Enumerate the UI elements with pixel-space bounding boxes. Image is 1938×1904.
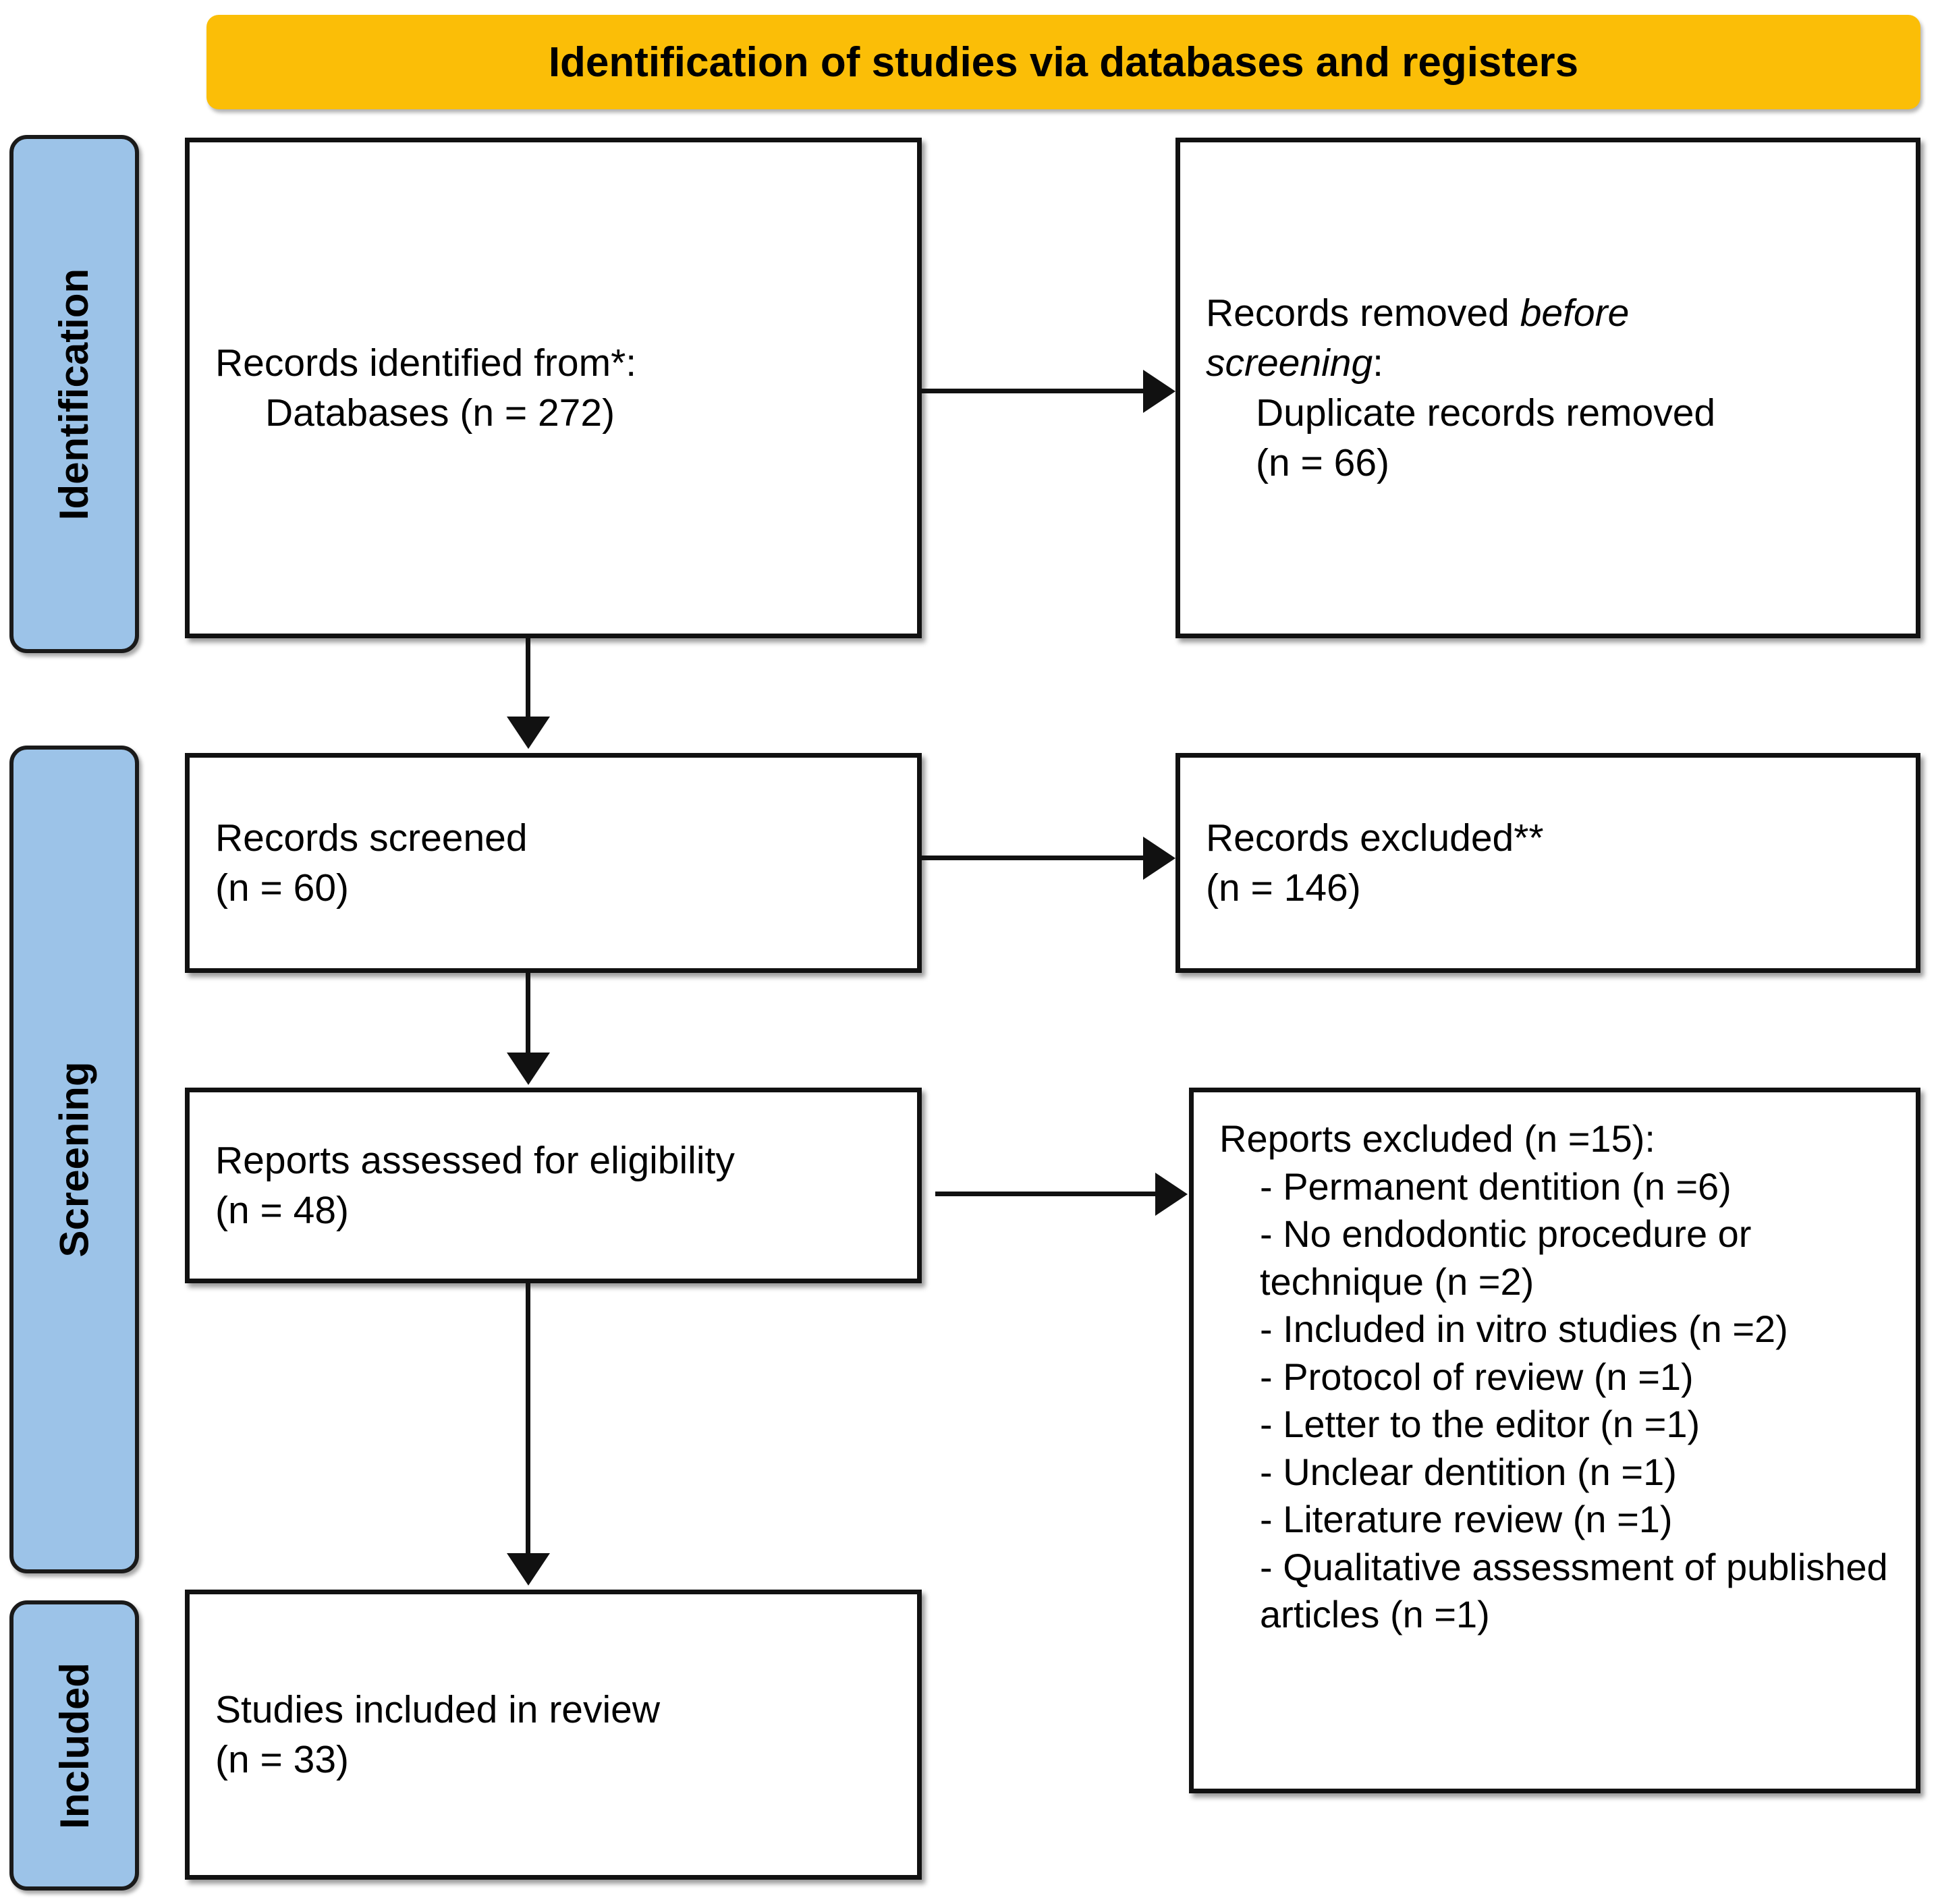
arrow-down-icon [507, 1553, 550, 1586]
records-removed-line1-italic: before [1520, 291, 1630, 335]
reports-excluded-item: - Included in vitro studies (n =2) [1260, 1308, 1788, 1351]
eligibility-line1: Reports assessed for eligibility [215, 1138, 735, 1182]
stage-label-screening-text: Screening [51, 1061, 97, 1258]
stage-label-screening: Screening [9, 746, 139, 1573]
records-excluded-line1: Records excluded** [1206, 816, 1544, 860]
records-removed-line2-colon: : [1373, 341, 1383, 385]
eligibility-line2: (n = 48) [215, 1189, 350, 1232]
connector-identified-to-screened [526, 638, 530, 718]
reports-excluded-item: - Permanent dentition (n =6) [1260, 1165, 1732, 1208]
studies-included-line2: (n = 33) [215, 1738, 350, 1781]
header-banner: Identification of studies via databases … [206, 15, 1920, 109]
box-reports-excluded-content: Reports excluded (n =15): - Permanent de… [1194, 1092, 1916, 1639]
arrow-right-icon [1143, 837, 1175, 880]
reports-excluded-heading: Reports excluded (n =15): [1219, 1117, 1655, 1160]
reports-excluded-item: - Protocol of review (n =1) [1260, 1355, 1694, 1398]
box-records-screened-content: Records screened (n = 60) [190, 813, 917, 913]
arrow-right-icon [1155, 1173, 1188, 1216]
box-records-identified-content: Records identified from*: Databases (n =… [190, 338, 917, 438]
arrow-right-icon [1143, 370, 1175, 413]
box-studies-included: Studies included in review (n = 33) [185, 1590, 922, 1880]
connector-screened-to-eligibility [526, 973, 530, 1054]
connector-screened-to-excluded [922, 856, 1146, 860]
records-removed-line3: Duplicate records removed [1256, 391, 1716, 435]
stage-label-identification: Identification [9, 135, 139, 653]
records-excluded-line2: (n = 146) [1206, 866, 1361, 909]
header-title: Identification of studies via databases … [548, 38, 1579, 86]
box-reports-assessed-eligibility-content: Reports assessed for eligibility (n = 48… [190, 1136, 917, 1235]
box-records-excluded-content: Records excluded** (n = 146) [1180, 813, 1916, 913]
box-records-removed: Records removed before screening: Duplic… [1175, 138, 1920, 638]
arrow-down-icon [507, 1053, 550, 1085]
stage-label-identification-text: Identification [51, 268, 97, 520]
stage-label-included-text: Included [51, 1662, 97, 1829]
reports-excluded-item: - Qualitative assessment of published ar… [1260, 1545, 1888, 1636]
box-studies-included-content: Studies included in review (n = 33) [190, 1685, 917, 1785]
stage-label-included: Included [9, 1600, 139, 1891]
arrow-down-icon [507, 717, 550, 749]
box-records-excluded: Records excluded** (n = 146) [1175, 753, 1920, 973]
box-records-identified: Records identified from*: Databases (n =… [185, 138, 922, 638]
reports-excluded-item: - Literature review (n =1) [1260, 1498, 1673, 1541]
box-records-removed-content: Records removed before screening: Duplic… [1180, 288, 1916, 488]
connector-identified-to-removed [922, 389, 1146, 393]
records-removed-line1: Records removed before [1206, 288, 1890, 338]
connector-eligibility-to-included [526, 1283, 530, 1555]
connector-eligibility-to-reports-excluded [935, 1192, 1158, 1196]
box-reports-assessed-eligibility: Reports assessed for eligibility (n = 48… [185, 1088, 922, 1283]
records-removed-line4: (n = 66) [1256, 441, 1390, 485]
reports-excluded-item: - Unclear dentition (n =1) [1260, 1450, 1677, 1493]
reports-excluded-item: - No endodontic procedure or technique (… [1260, 1212, 1752, 1303]
records-removed-line1-plain: Records removed [1206, 291, 1520, 335]
records-removed-line2: screening: [1206, 338, 1890, 388]
studies-included-line1: Studies included in review [215, 1687, 661, 1731]
reports-excluded-item: - Letter to the editor (n =1) [1260, 1403, 1700, 1446]
box-records-screened: Records screened (n = 60) [185, 753, 922, 973]
records-screened-line2: (n = 60) [215, 866, 350, 909]
records-identified-line2: Databases (n = 272) [265, 391, 615, 435]
records-identified-line1: Records identified from*: [215, 341, 637, 385]
records-removed-line2-italic: screening [1206, 341, 1373, 385]
records-screened-line1: Records screened [215, 816, 528, 860]
box-reports-excluded: Reports excluded (n =15): - Permanent de… [1189, 1088, 1920, 1793]
